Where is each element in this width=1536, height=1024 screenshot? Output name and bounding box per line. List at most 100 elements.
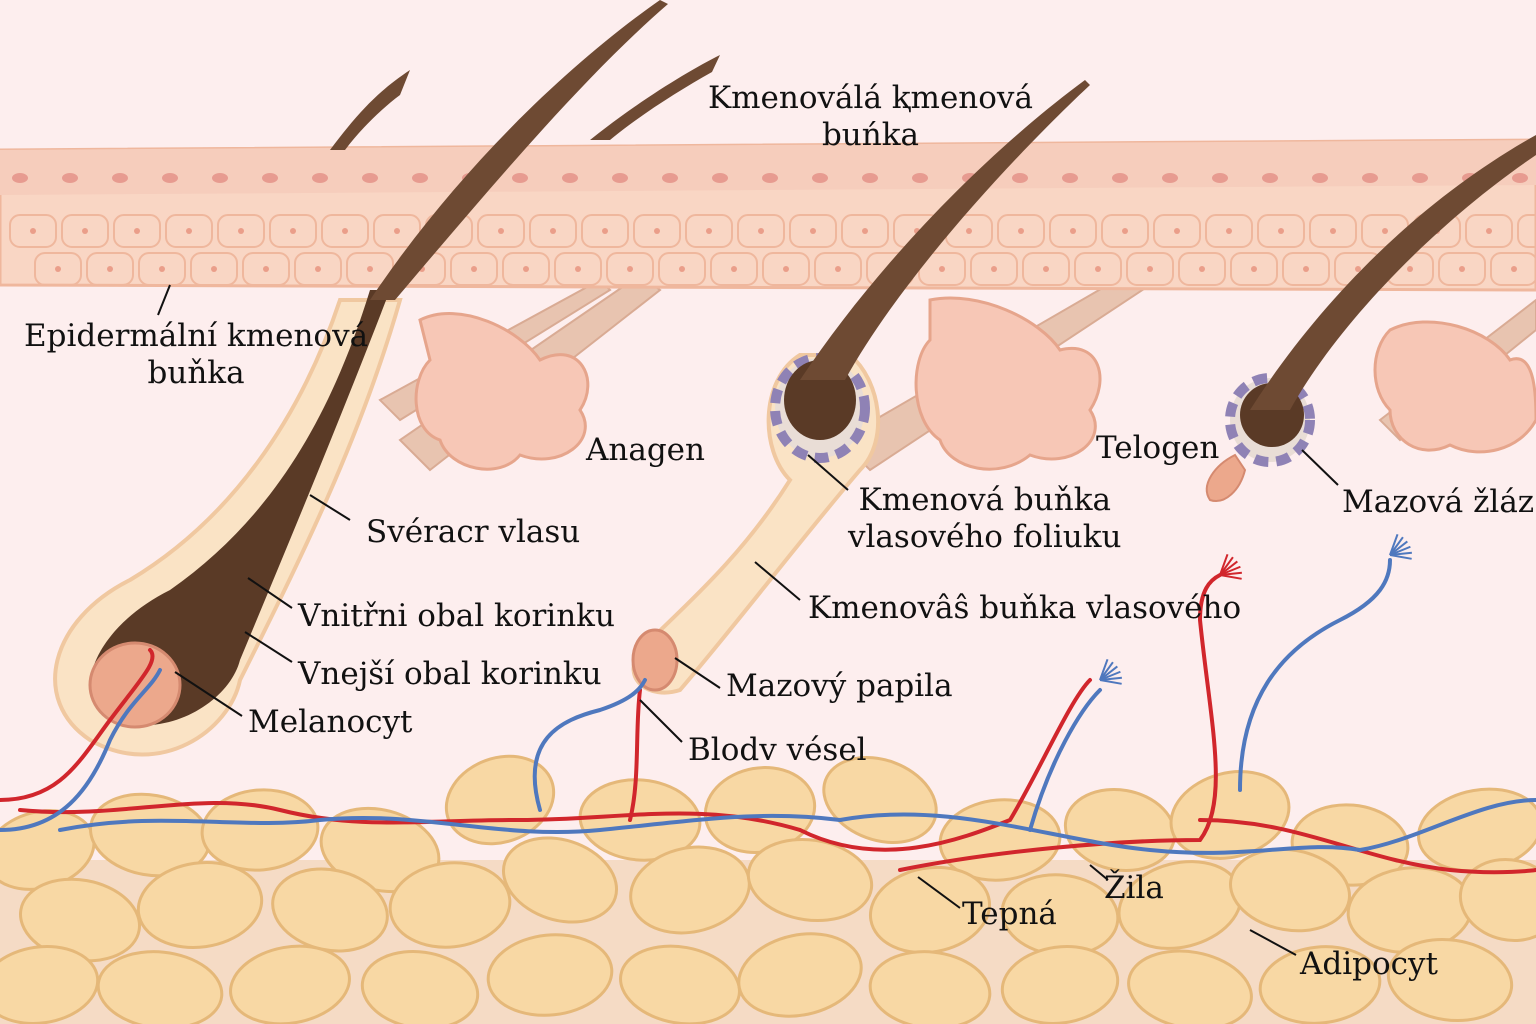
keratinocyte-nucleus	[1070, 228, 1076, 234]
keratinocyte-nucleus	[835, 266, 841, 272]
keratinocyte-nucleus	[1251, 266, 1257, 272]
keratinocyte-nucleus	[1355, 266, 1361, 272]
keratinocyte-nucleus	[1486, 228, 1492, 234]
keratinocyte-nucleus	[1112, 173, 1128, 183]
keratinocyte-nucleus	[471, 266, 477, 272]
keratinocyte-nucleus	[1199, 266, 1205, 272]
keratinocyte-nucleus	[562, 173, 578, 183]
label-blood-vessel: Blodv vésel	[688, 732, 867, 769]
keratinocyte-nucleus	[211, 266, 217, 272]
keratinocyte-nucleus	[966, 228, 972, 234]
keratinocyte-nucleus	[1278, 228, 1284, 234]
keratinocyte-nucleus	[550, 228, 556, 234]
keratinocyte-nucleus	[991, 266, 997, 272]
keratinocyte-nucleus	[1512, 173, 1528, 183]
keratinocyte-nucleus	[186, 228, 192, 234]
keratinocyte-nucleus	[731, 266, 737, 272]
keratinocyte-nucleus	[523, 266, 529, 272]
keratinocyte-nucleus	[1330, 228, 1336, 234]
keratinocyte-nucleus	[1262, 173, 1278, 183]
keratinocyte-nucleus	[1043, 266, 1049, 272]
keratinocyte-nucleus	[134, 228, 140, 234]
keratinocyte-nucleus	[312, 173, 328, 183]
keratinocyte-nucleus	[1147, 266, 1153, 272]
label-adipocyte: Adipocyt	[1300, 946, 1438, 983]
keratinocyte-nucleus	[315, 266, 321, 272]
keratinocyte-nucleus	[1362, 173, 1378, 183]
dermal-papilla-middle	[633, 630, 677, 690]
keratinocyte-nucleus	[290, 228, 296, 234]
keratinocyte-nucleus	[1312, 173, 1328, 183]
keratinocyte-nucleus	[212, 173, 228, 183]
keratinocyte-nucleus	[498, 228, 504, 234]
label-anagen: Anagen	[586, 432, 705, 469]
keratinocyte-nucleus	[810, 228, 816, 234]
keratinocyte-nucleus	[862, 228, 868, 234]
keratinocyte-nucleus	[712, 173, 728, 183]
keratinocyte-nucleus	[1212, 173, 1228, 183]
label-telogen: Telogen	[1096, 430, 1219, 467]
keratinocyte-nucleus	[1511, 266, 1517, 272]
keratinocyte-nucleus	[706, 228, 712, 234]
keratinocyte-nucleus	[602, 228, 608, 234]
keratinocyte-nucleus	[12, 173, 28, 183]
label-inner-root-sheath: Vnitřni obal korinku	[298, 598, 615, 635]
keratinocyte-nucleus	[112, 173, 128, 183]
keratinocyte-nucleus	[262, 173, 278, 183]
keratinocyte-nucleus	[939, 266, 945, 272]
keratinocyte-nucleus	[1412, 173, 1428, 183]
keratinocyte-nucleus	[783, 266, 789, 272]
keratinocyte-nucleus	[679, 266, 685, 272]
keratinocyte-nucleus	[862, 173, 878, 183]
label-papilla: Mazový papila	[726, 668, 953, 705]
keratinocyte-nucleus	[362, 173, 378, 183]
keratinocyte-nucleus	[238, 228, 244, 234]
label-stem-cell-top: Kmenoválá ⱪmenovábuńka	[708, 80, 1033, 153]
keratinocyte-nucleus	[762, 173, 778, 183]
keratinocyte-nucleus	[263, 266, 269, 272]
label-artery: Tepná	[962, 896, 1057, 933]
keratinocyte-nucleus	[912, 173, 928, 183]
keratinocyte-nucleus	[812, 173, 828, 183]
keratinocyte-nucleus	[627, 266, 633, 272]
keratinocyte-nucleus	[1174, 228, 1180, 234]
keratinocyte-nucleus	[1012, 173, 1028, 183]
keratinocyte-nucleus	[159, 266, 165, 272]
label-sebaceous-gland: Mazová žláz	[1342, 484, 1534, 521]
keratinocyte-nucleus	[342, 228, 348, 234]
keratinocyte-nucleus	[367, 266, 373, 272]
keratinocyte-nucleus	[1226, 228, 1232, 234]
keratinocyte-nucleus	[107, 266, 113, 272]
keratinocyte-nucleus	[512, 173, 528, 183]
label-vein: Žila	[1104, 870, 1164, 907]
label-melanocyte: Melanocyt	[248, 704, 412, 741]
keratinocyte-nucleus	[1162, 173, 1178, 183]
keratinocyte-nucleus	[55, 266, 61, 272]
keratinocyte-nucleus	[575, 266, 581, 272]
epidermis-layer	[0, 140, 1536, 290]
keratinocyte-nucleus	[1018, 228, 1024, 234]
keratinocyte-nucleus	[1095, 266, 1101, 272]
keratinocyte-nucleus	[1382, 228, 1388, 234]
keratinocyte-nucleus	[1407, 266, 1413, 272]
keratinocyte-nucleus	[1062, 173, 1078, 183]
keratinocyte-nucleus	[758, 228, 764, 234]
label-hair-sphincter: Svéracr vlasu	[366, 514, 580, 551]
keratinocyte-nucleus	[1122, 228, 1128, 234]
keratinocyte-nucleus	[62, 173, 78, 183]
keratinocyte-nucleus	[1303, 266, 1309, 272]
keratinocyte-nucleus	[654, 228, 660, 234]
keratinocyte-nucleus	[162, 173, 178, 183]
label-hair-stem-cell: Kmenovâŝ buňka vlasového	[808, 590, 1241, 627]
keratinocyte-nucleus	[662, 173, 678, 183]
keratinocyte-nucleus	[394, 228, 400, 234]
keratinocyte-nucleus	[82, 228, 88, 234]
keratinocyte-nucleus	[612, 173, 628, 183]
label-outer-root-sheath: Vnejší obal korinku	[298, 656, 602, 693]
keratinocyte-nucleus	[30, 228, 36, 234]
keratinocyte-nucleus	[1459, 266, 1465, 272]
label-epidermal-stem-cell: Epidermální kmenovábuňka	[24, 318, 368, 391]
